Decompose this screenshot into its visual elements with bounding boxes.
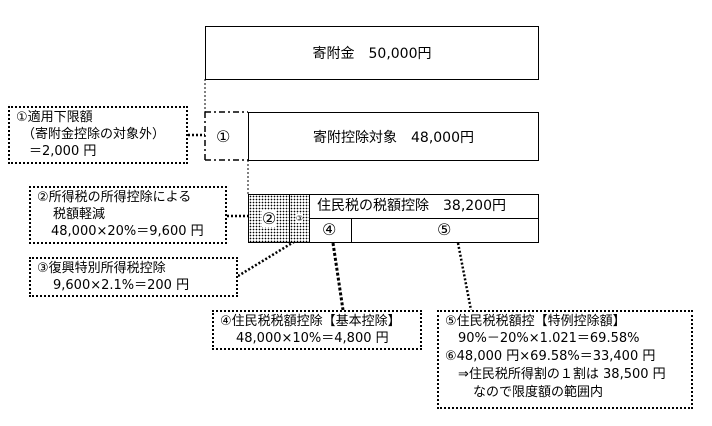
marker-5: ⑤	[437, 220, 452, 239]
callout-resident-basic-credit	[212, 310, 422, 350]
deduction-target-box: 寄附控除対象 48,000円	[248, 112, 539, 161]
callout-reconstruction-tax	[29, 257, 238, 297]
callout-1-line-1: ①適用下限額	[16, 110, 93, 125]
marker-4: ④	[322, 220, 337, 239]
callout-4-line-2: 48,000×10%＝4,800 円	[236, 331, 389, 346]
donation-amount-label: 寄附金 50,000円	[312, 46, 432, 62]
resident-tax-divider	[309, 218, 539, 219]
income-tax-reduction-segment: ②	[248, 194, 290, 243]
callout-2-line-2: 税額軽減	[53, 207, 106, 222]
donation-amount-box: 寄附金 50,000円	[205, 26, 539, 80]
callout-minimum-amount	[8, 106, 188, 164]
callout-1-line-3: ＝2,000 円	[29, 144, 97, 159]
callout-5-line-2: 90%－20%×1.021＝69.58%	[458, 331, 640, 346]
callout-3-line-2: 9,600×2.1%＝200 円	[53, 278, 190, 293]
callout-5-line-4: ⇒住民税所得割の１割は 38,500 円	[458, 367, 666, 382]
marker-3: ③	[295, 214, 304, 223]
callout-3-line-1: ③復興特別所得税控除	[37, 261, 166, 276]
callout-5-line-3: ⑥48,000 円×69.58%＝33,400 円	[445, 349, 656, 364]
marker-1: ①	[216, 127, 231, 146]
callout-income-tax-reduction	[29, 186, 227, 244]
callout-2-line-1: ②所得税の所得控除による	[37, 190, 192, 205]
reconstruction-tax-segment: ③	[289, 194, 310, 243]
callout-2-line-3: 48,000×20%＝9,600 円	[51, 224, 204, 239]
callout-4-line-1: ④住民税税額控除【基本控除】	[220, 314, 401, 329]
marker-2: ②	[261, 209, 277, 228]
callout-1-line-2: （寄附金控除の対象外）	[22, 127, 166, 142]
callout-resident-special-credit	[437, 310, 693, 409]
resident-tax-split	[351, 218, 352, 243]
resident-tax-credit-label: 住民税の税額控除 38,200円	[317, 198, 506, 214]
callout-5-line-1: ⑤住民税税額控【特例控除額】	[445, 314, 626, 329]
deduction-target-label: 寄附控除対象 48,000円	[313, 129, 474, 146]
callout-5-line-5: なので限度額の範囲内	[473, 385, 604, 400]
